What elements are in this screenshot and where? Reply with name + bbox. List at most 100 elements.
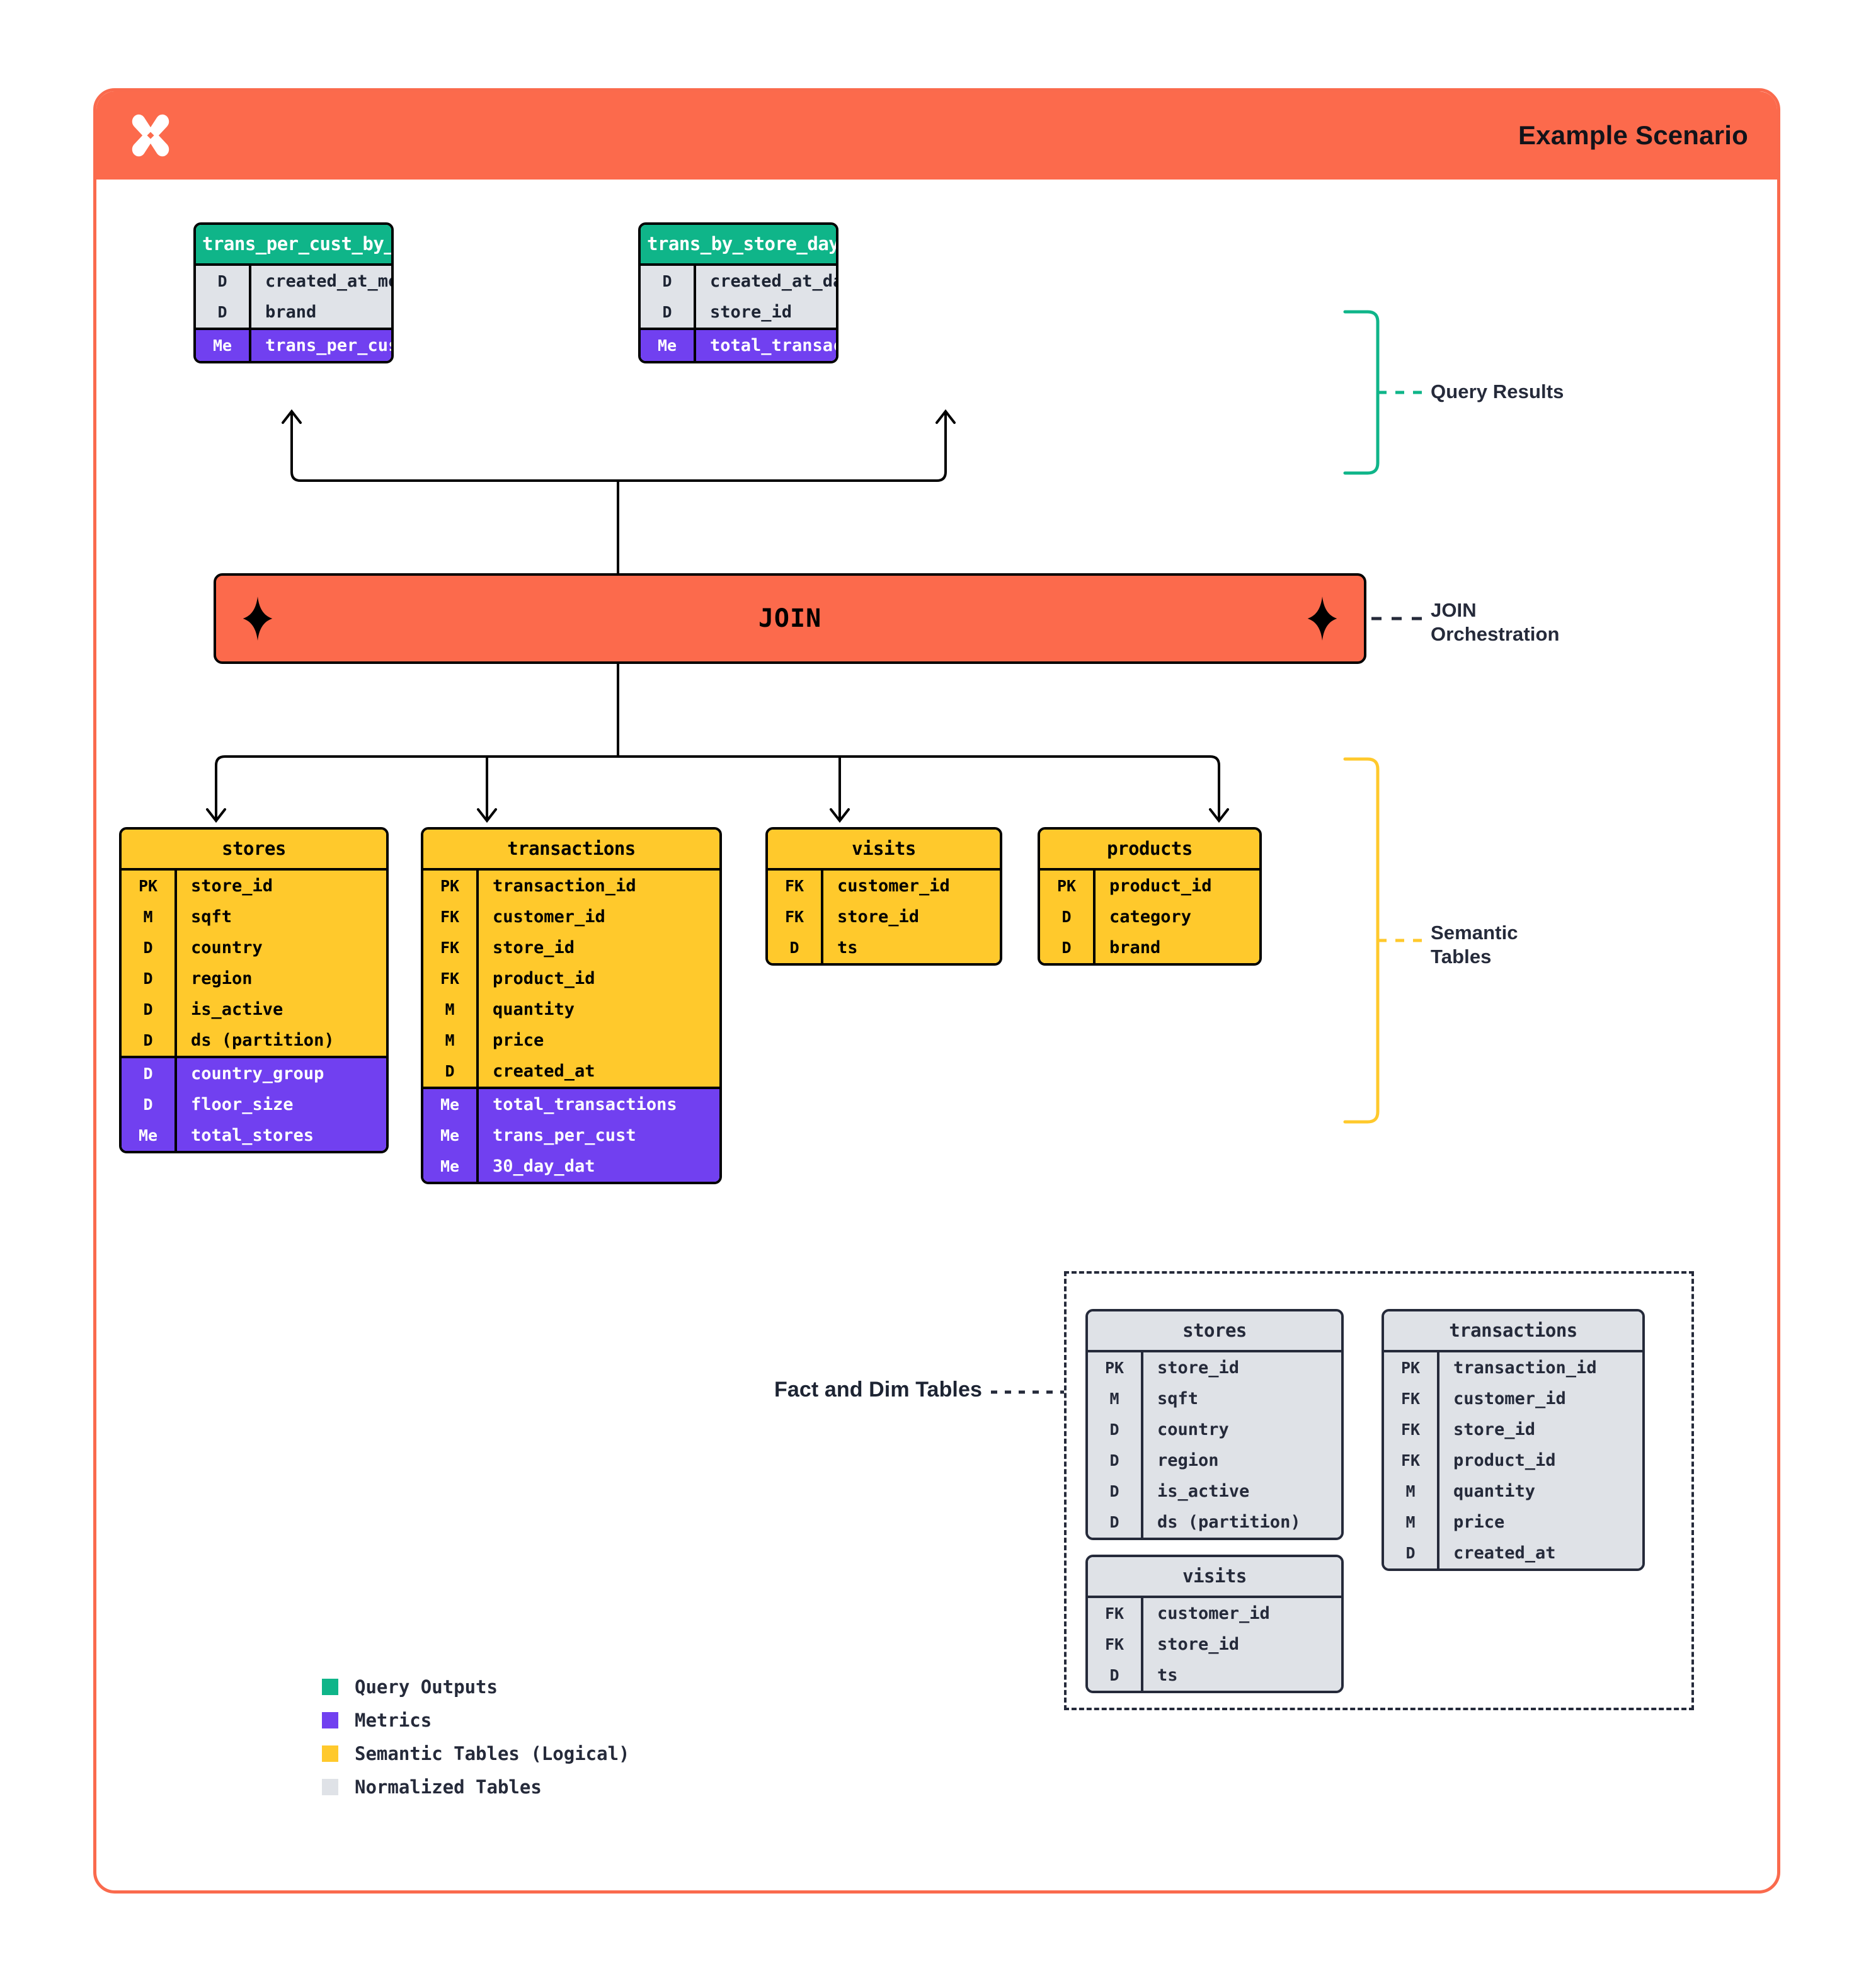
sparkle-x-logo-icon	[132, 114, 169, 157]
row-key: Me	[138, 1126, 158, 1145]
card-header: Example Scenario	[96, 91, 1777, 180]
sparkle-diamond-icon	[243, 597, 273, 641]
annotation-join-orchestration: JOIN Orchestration	[1431, 598, 1560, 646]
row-value: store_id	[1141, 1352, 1341, 1383]
row-value: store_id	[1141, 1629, 1341, 1660]
row-key: Me	[212, 336, 232, 355]
table-title: stores	[1088, 1311, 1341, 1350]
legend-label: Normalized Tables	[355, 1776, 542, 1798]
row-value: transaction_id	[1437, 1352, 1642, 1383]
row-value: total_transactions	[694, 330, 836, 361]
row-key: M	[1405, 1482, 1416, 1500]
query-result-table-1[interactable]: trans_by_store_day D created_at_day D st…	[638, 222, 838, 363]
legend-label: Semantic Tables (Logical)	[355, 1743, 630, 1764]
row-value: brand	[249, 297, 391, 328]
row-value: store_id	[694, 297, 836, 328]
row-value: customer_id	[476, 901, 719, 932]
table-title: transactions	[423, 830, 719, 868]
table-row: D created_at_day	[641, 266, 836, 297]
table-title: visits	[1088, 1557, 1341, 1596]
legend-item: Normalized Tables	[322, 1776, 630, 1798]
row-key: M	[445, 1031, 455, 1049]
row-key: D	[217, 303, 227, 321]
row-key: D	[143, 1065, 153, 1083]
row-value: sqft	[175, 901, 386, 932]
table-row: D store_id	[641, 297, 836, 328]
annotation-label-line1: JOIN	[1431, 599, 1477, 621]
row-value: category	[1093, 901, 1259, 932]
table-row: D created_at_month	[196, 266, 391, 297]
legend: Query Outputs Metrics Semantic Tables (L…	[322, 1676, 630, 1810]
row-value: ts	[821, 932, 1000, 963]
row-value: store_id	[476, 932, 719, 963]
annotation-label-line2: Tables	[1431, 945, 1492, 968]
annotation-label: Fact and Dim Tables	[774, 1378, 982, 1402]
row-value: is_active	[1141, 1476, 1341, 1507]
row-key: PK	[1400, 1359, 1421, 1377]
row-value: trans_per_cust	[249, 330, 391, 361]
row-key: Me	[440, 1157, 460, 1175]
row-value: country	[175, 932, 386, 963]
fact-and-dim-region	[1064, 1271, 1694, 1710]
table-row: Me trans_per_cust	[196, 330, 391, 361]
join-label: JOIN	[758, 604, 822, 633]
row-value: country_group	[175, 1058, 386, 1089]
row-key: D	[662, 272, 672, 290]
annotation-label-line1: Semantic	[1431, 922, 1518, 944]
annotation-semantic-tables: Semantic Tables	[1431, 921, 1518, 969]
annotation-fact-and-dim-tables: Fact and Dim Tables	[739, 1378, 982, 1402]
legend-label: Query Outputs	[355, 1676, 498, 1698]
row-key: D	[1405, 1544, 1416, 1562]
row-key: FK	[1400, 1420, 1421, 1439]
join-orchestration-bar[interactable]: JOIN	[214, 573, 1366, 664]
table-row: D brand	[196, 297, 391, 328]
row-key: FK	[440, 939, 460, 957]
row-key: D	[1061, 908, 1072, 926]
row-value: trans_per_cust	[476, 1120, 719, 1151]
row-key: PK	[1056, 877, 1077, 895]
row-key: M	[1405, 1513, 1416, 1531]
query-result-table-0[interactable]: trans_per_cust_by_brand_month D created_…	[193, 222, 394, 363]
row-value: store_id	[175, 871, 386, 901]
row-key: D	[1061, 939, 1072, 957]
row-value: store_id	[821, 901, 1000, 932]
sparkle-diamond-icon	[1307, 597, 1337, 641]
legend-swatch-normalized-tables	[322, 1779, 338, 1795]
row-key: D	[143, 1095, 153, 1114]
row-value: quantity	[1437, 1476, 1642, 1507]
row-key: FK	[1400, 1451, 1421, 1470]
table-title: transactions	[1384, 1311, 1642, 1350]
